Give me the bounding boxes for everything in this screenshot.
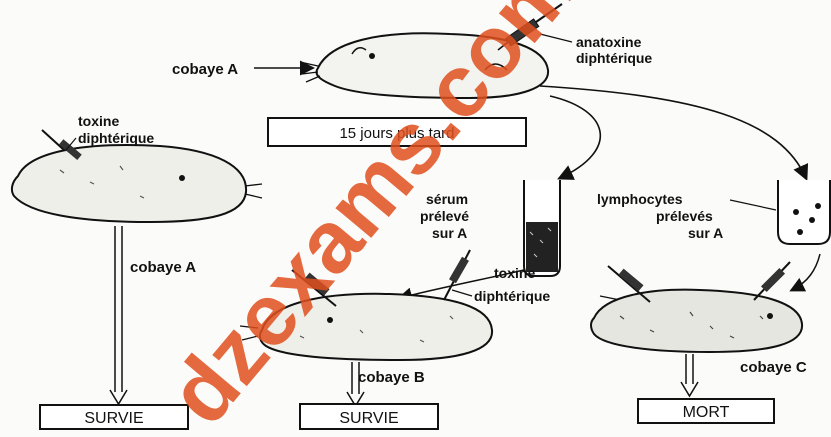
result-middle: SURVIE [339,410,398,427]
label-toxine-mid-diphterique: diphtérique [474,288,550,304]
result-left: SURVIE [84,410,143,427]
label-anatoxine-diphterique: diphtérique [576,50,652,66]
label-serum-sur-a: sur A [432,225,467,241]
syringe-c-right-icon [754,262,790,300]
label-anatoxine: anatoxine [576,34,642,50]
arrow-down-left [110,226,127,404]
lymphocyte-tube-icon [778,180,830,244]
label-lymphocytes: lymphocytes [597,191,683,207]
guinea-pig-c [591,290,802,352]
label-toxine-a: toxine [78,113,119,129]
label-cobaye-c: cobaye C [740,359,807,376]
label-lymphocytes-sur-a: sur A [688,225,723,241]
serum-tube-icon [524,180,560,276]
arrow-down-right [681,354,698,396]
label-serum-preleve: prélevé [420,208,469,224]
syringe-b-right-icon [444,250,470,300]
label-cobaye-a-left: cobaye A [130,259,196,276]
arrow-to-lymphocytes [540,86,806,178]
label-toxine-mid: toxine [494,265,535,281]
guinea-pig-a-left [12,145,262,222]
label-lymphocytes-preleves: prélevés [656,208,713,224]
result-right: MORT [683,404,730,421]
label-toxine-a-diphterique: diphtérique [78,130,154,146]
arrow-to-serum [550,96,600,178]
label-cobaye-b: cobaye B [358,369,425,386]
label-cobaye-a-top: cobaye A [172,61,238,78]
